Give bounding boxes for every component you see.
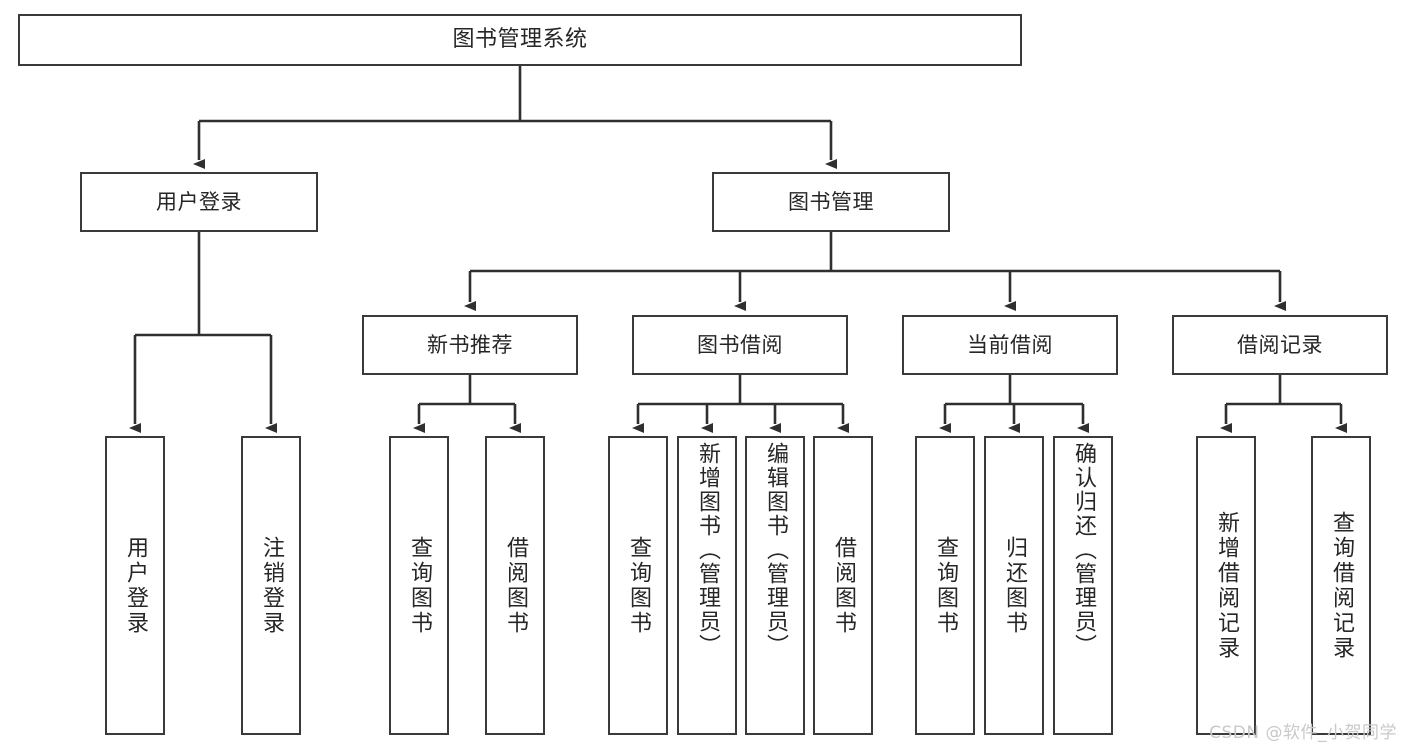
- node-label: 归还图书: [1002, 535, 1027, 636]
- leaf-add-book-admin[interactable]: 新增图书（管理员）: [677, 436, 737, 735]
- node-borrow-record[interactable]: 借阅记录: [1172, 315, 1388, 375]
- node-user-login[interactable]: 用户登录: [80, 172, 318, 232]
- leaf-query-book-recommend[interactable]: 查询图书: [389, 436, 449, 735]
- node-root-system[interactable]: 图书管理系统: [18, 14, 1022, 66]
- leaf-query-borrow-record[interactable]: 查询借阅记录: [1311, 436, 1371, 735]
- leaf-user-login[interactable]: 用户登录: [105, 436, 165, 735]
- node-label: 图书管理: [788, 189, 874, 214]
- node-label: 新增借阅记录: [1214, 510, 1239, 661]
- node-label: 查询图书: [407, 535, 432, 636]
- node-new-book-recommend[interactable]: 新书推荐: [362, 315, 578, 375]
- node-label: 用户登录: [156, 189, 242, 214]
- node-label: 当前借阅: [967, 332, 1053, 357]
- node-label: 新增图书（管理员）: [695, 442, 720, 658]
- leaf-borrow-book-recommend[interactable]: 借阅图书: [485, 436, 545, 735]
- node-book-borrow[interactable]: 图书借阅: [632, 315, 848, 375]
- leaf-add-borrow-record[interactable]: 新增借阅记录: [1196, 436, 1256, 735]
- node-label: 确认归还（管理员）: [1071, 442, 1096, 658]
- node-label: 借阅记录: [1237, 332, 1323, 357]
- leaf-borrow-book[interactable]: 借阅图书: [813, 436, 873, 735]
- node-label: 图书借阅: [697, 332, 783, 357]
- leaf-logout[interactable]: 注销登录: [241, 436, 301, 735]
- leaf-edit-book-admin[interactable]: 编辑图书（管理员）: [745, 436, 805, 735]
- node-book-management[interactable]: 图书管理: [712, 172, 950, 232]
- node-label: 查询图书: [626, 535, 651, 636]
- node-label: 查询图书: [933, 535, 958, 636]
- node-label: 用户登录: [123, 535, 148, 636]
- node-label: 查询借阅记录: [1329, 510, 1354, 661]
- leaf-query-book-current[interactable]: 查询图书: [915, 436, 975, 735]
- watermark: CSDN @软件_小贺同学: [1209, 723, 1397, 743]
- leaf-return-book[interactable]: 归还图书: [984, 436, 1044, 735]
- leaf-confirm-return-admin[interactable]: 确认归还（管理员）: [1053, 436, 1113, 735]
- node-label: 注销登录: [259, 535, 284, 636]
- node-label: 借阅图书: [503, 535, 528, 636]
- node-label: 借阅图书: [831, 535, 856, 636]
- node-label: 编辑图书（管理员）: [763, 442, 788, 658]
- node-current-borrow[interactable]: 当前借阅: [902, 315, 1118, 375]
- node-label: 图书管理系统: [452, 27, 588, 53]
- node-label: 新书推荐: [427, 332, 513, 357]
- leaf-query-book-borrow[interactable]: 查询图书: [608, 436, 668, 735]
